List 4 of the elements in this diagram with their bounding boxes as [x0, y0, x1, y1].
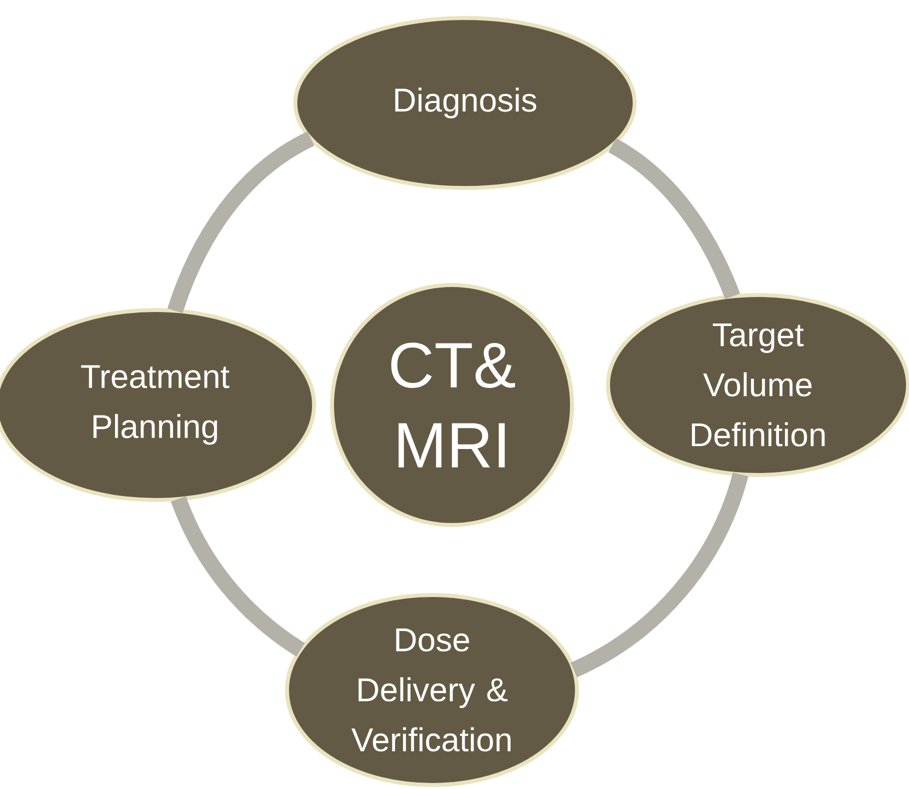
ring-arc [570, 472, 748, 678]
ring-arc [170, 496, 305, 656]
ring-arc [167, 132, 315, 314]
ring-arc [608, 138, 740, 300]
